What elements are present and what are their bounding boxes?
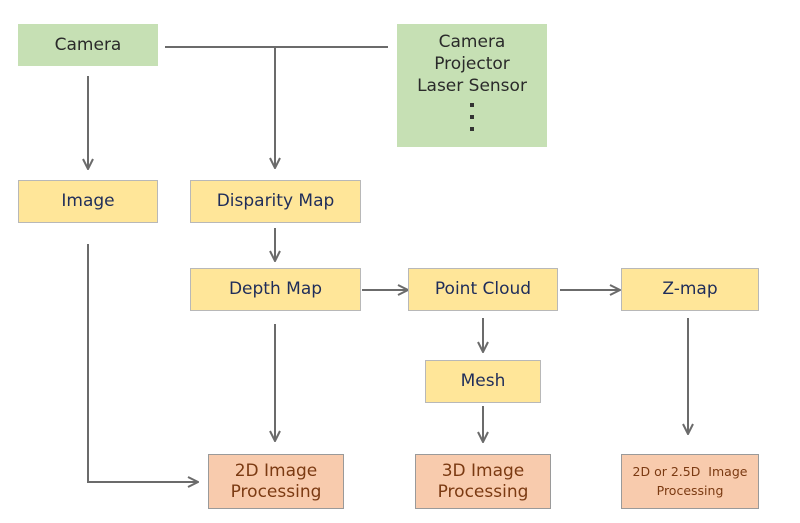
2-5d-image-processing-node: 2D or 2.5D Image Processing bbox=[621, 454, 759, 509]
z-map-node: Z-map bbox=[621, 268, 759, 311]
disparity-map-node: Disparity Map bbox=[190, 180, 361, 223]
more-sources-ellipsis bbox=[470, 99, 474, 135]
mesh-node-label: Mesh bbox=[460, 371, 506, 392]
arrow-image-to-2d-processing bbox=[87, 244, 198, 482]
camera-node-label: Camera bbox=[54, 34, 122, 55]
sensor-sources-node: Camera Projector Laser Sensor bbox=[397, 24, 547, 147]
depth-map-node: Depth Map bbox=[190, 268, 361, 311]
sources-line-camera: Camera bbox=[438, 32, 506, 52]
point-cloud-node-label: Point Cloud bbox=[434, 279, 532, 300]
point-cloud-node: Point Cloud bbox=[408, 268, 558, 311]
mesh-node: Mesh bbox=[425, 360, 541, 403]
25d-processing-line2: Processing bbox=[656, 482, 724, 498]
camera-node: Camera bbox=[18, 24, 158, 66]
3d-processing-line2: Processing bbox=[437, 481, 529, 502]
sources-line-projector: Projector bbox=[434, 54, 510, 75]
3d-image-processing-node: 3D Image Processing bbox=[415, 454, 551, 509]
disparity-map-node-label: Disparity Map bbox=[216, 191, 335, 212]
image-node-label: Image bbox=[61, 191, 115, 212]
depth-map-node-label: Depth Map bbox=[228, 279, 323, 300]
image-node: Image bbox=[18, 180, 158, 223]
2d-processing-line2: Processing bbox=[230, 481, 322, 502]
z-map-node-label: Z-map bbox=[662, 279, 718, 300]
sources-line-laser-sensor: Laser Sensor bbox=[417, 76, 527, 97]
2d-processing-line1: 2D Image bbox=[234, 461, 318, 482]
2d-image-processing-node: 2D Image Processing bbox=[208, 454, 344, 509]
25d-processing-line1: 2D or 2.5D Image bbox=[632, 464, 748, 480]
3d-processing-line1: 3D Image bbox=[441, 461, 525, 482]
